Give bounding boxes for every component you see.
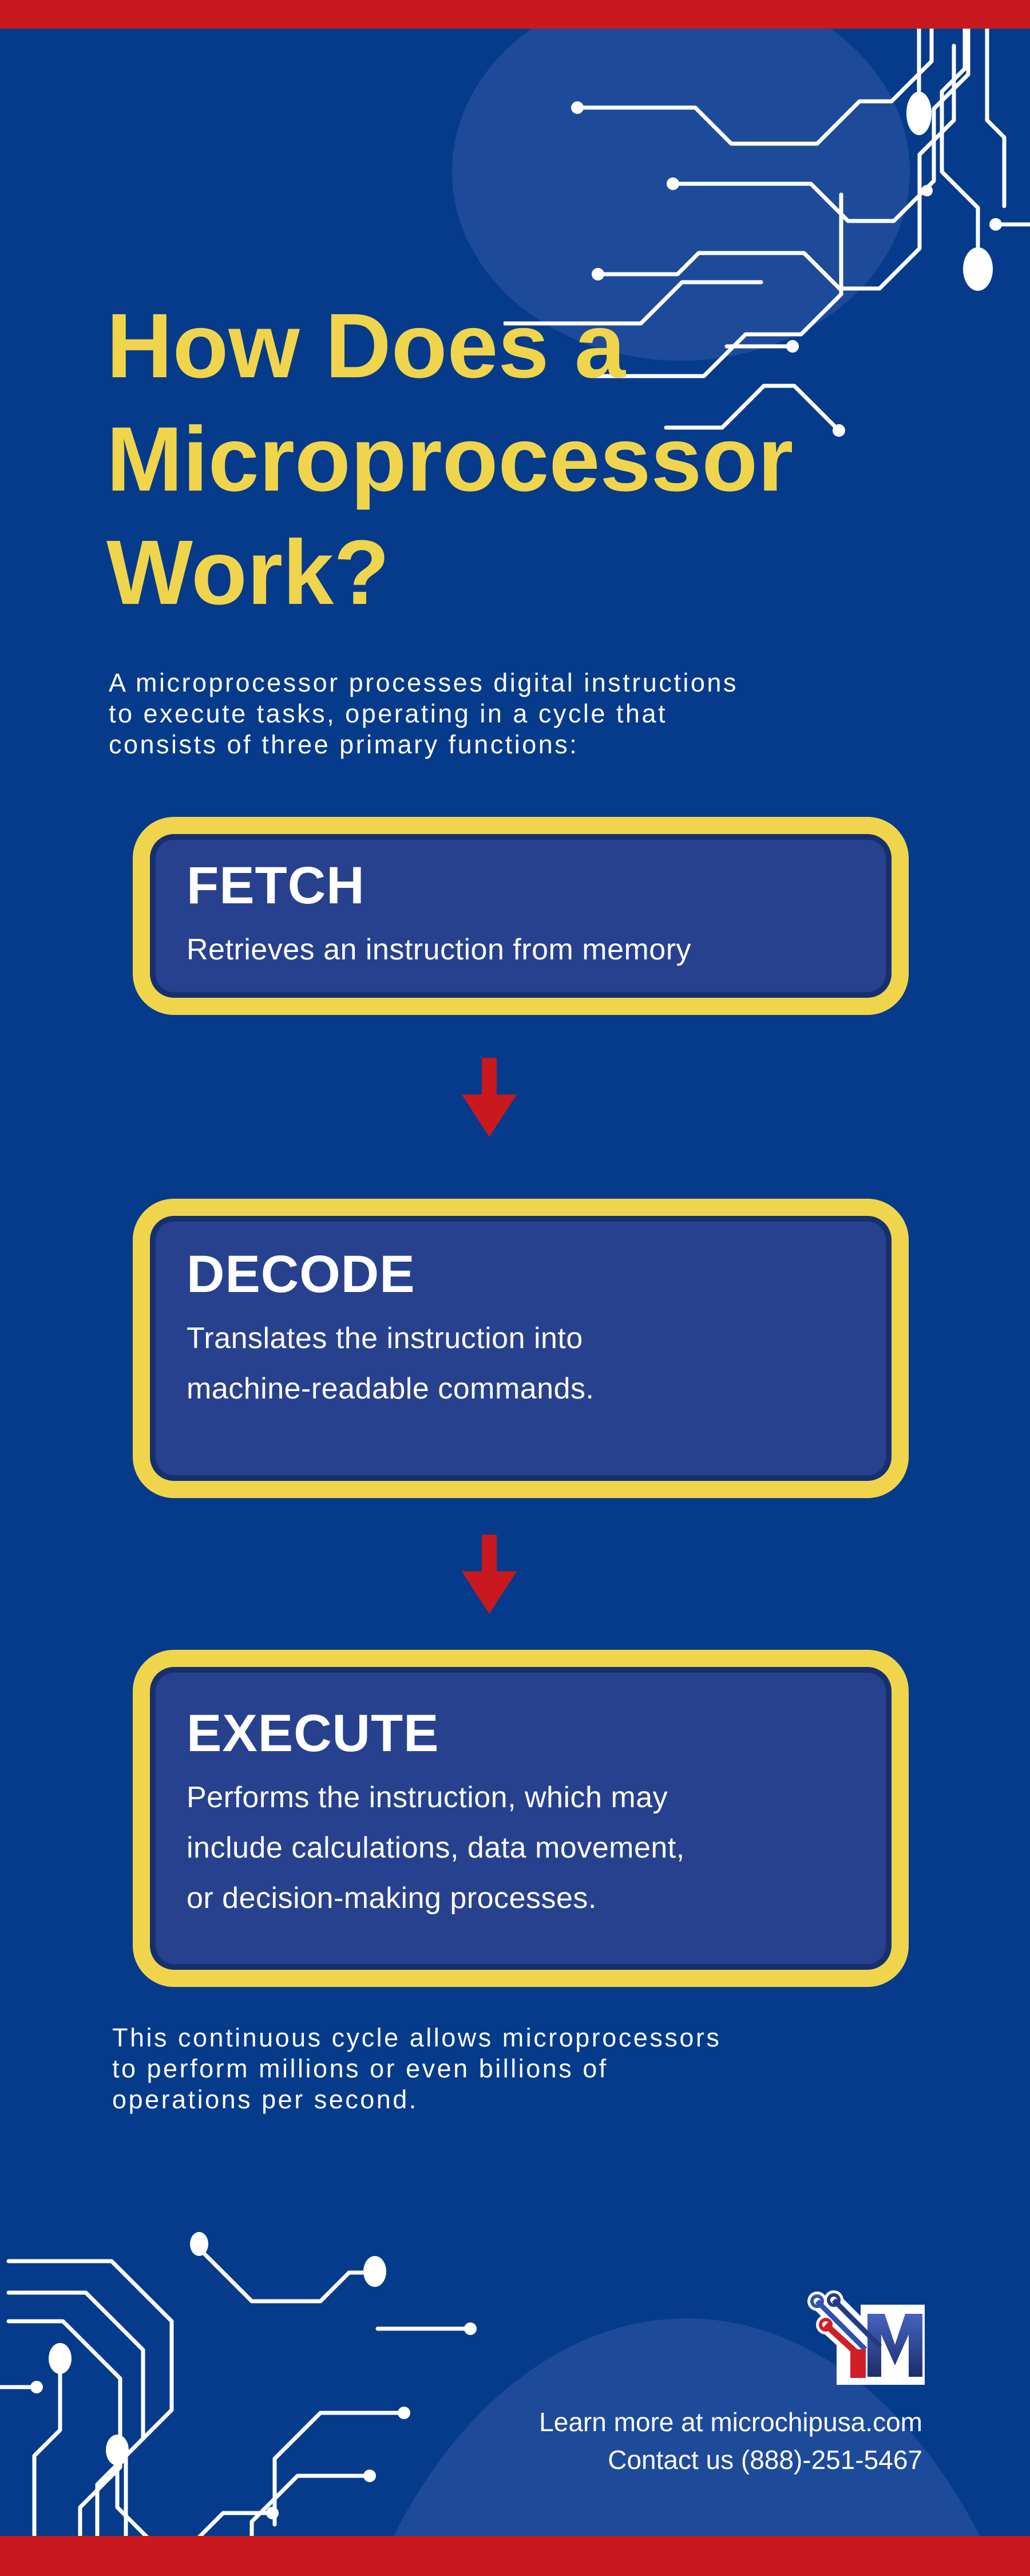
down-arrow-icon bbox=[462, 1535, 517, 1614]
step-title: EXECUTE bbox=[187, 1704, 439, 1763]
footer-contact: Contact us (888)-251-5467 bbox=[608, 2445, 922, 2475]
step-description: Retrieves an instruction from memory bbox=[187, 933, 692, 966]
step-description: Translates the instruction into machine-… bbox=[187, 1322, 595, 1405]
step-description: Performs the instruction, which may incl… bbox=[187, 1781, 685, 1915]
circuit-board-icon bbox=[0, 2232, 477, 2570]
down-arrow-icon bbox=[462, 1058, 517, 1137]
footer-contact-block: Learn more at microchipusa.com Contact u… bbox=[539, 2403, 922, 2479]
top-accent-bar bbox=[0, 0, 1030, 29]
intro-paragraph: A microprocessor processes digital instr… bbox=[109, 668, 738, 759]
step-box-decode: DECODE Translates the instruction into m… bbox=[133, 1199, 909, 1498]
bottom-accent-bar bbox=[0, 2536, 1030, 2576]
outro-paragraph: This continuous cycle allows microproces… bbox=[112, 2023, 722, 2114]
step-title: FETCH bbox=[187, 856, 365, 915]
step-title: DECODE bbox=[187, 1245, 415, 1303]
page-title: How Does a Microprocessor Work? bbox=[106, 294, 794, 623]
footer-learn-more: Learn more at microchipusa.com bbox=[539, 2407, 922, 2437]
circuit-board-icon bbox=[504, 23, 1030, 437]
step-box-execute: EXECUTE Performs the instruction, which … bbox=[133, 1650, 909, 1987]
step-box-fetch: FETCH Retrieves an instruction from memo… bbox=[133, 817, 909, 1015]
microchipusa-logo-icon bbox=[807, 2290, 925, 2385]
